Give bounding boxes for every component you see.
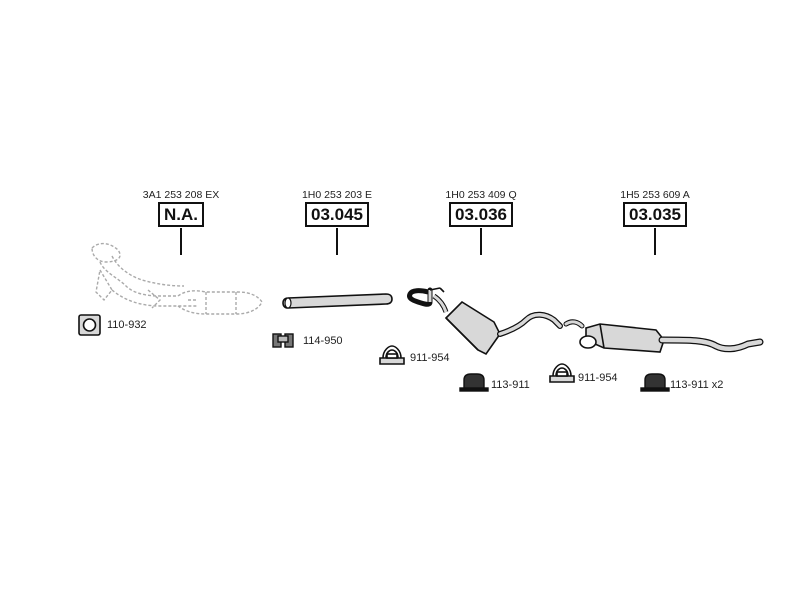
part-number-box-4[interactable]: 03.035 [623,202,687,227]
leader-line-3 [480,228,482,255]
part-number-box-3[interactable]: 03.036 [449,202,513,227]
accessory-label-gasket[interactable]: 110-932 [107,319,147,331]
gasket-icon[interactable] [78,314,101,336]
middle-pipe-icon[interactable] [282,293,393,309]
oe-number-1: 3A1 253 208 EX [142,189,220,201]
middle-silencer-icon[interactable] [407,287,563,356]
accessory-label-clamp-1[interactable]: 911-954 [410,352,450,364]
oe-number-2: 1H0 253 203 E [301,189,373,201]
part-number-box-1[interactable]: N.A. [158,202,204,227]
clamp-icon[interactable] [379,345,405,365]
oe-number-3: 1H0 253 409 Q [445,189,517,201]
accessory-label-clamp-2[interactable]: 911-954 [578,372,618,384]
clamp-icon[interactable] [549,363,575,383]
accessory-label-rubber-mount[interactable]: 114-950 [303,335,343,347]
oe-number-4: 1H5 253 609 A [620,189,690,201]
accessory-label-hanger-1[interactable]: 113-911 [491,379,530,391]
front-pipe-catalyst-icon[interactable] [91,242,263,315]
leader-line-4 [654,228,656,255]
leader-line-1 [180,228,182,255]
rubber-mount-icon[interactable] [272,333,294,348]
accessory-label-hanger-2[interactable]: 113-911 x2 [670,379,724,391]
leader-line-2 [336,228,338,255]
rear-silencer-icon[interactable] [563,319,764,353]
hanger-icon[interactable] [640,373,670,392]
hanger-icon[interactable] [459,373,489,392]
part-number-box-2[interactable]: 03.045 [305,202,369,227]
